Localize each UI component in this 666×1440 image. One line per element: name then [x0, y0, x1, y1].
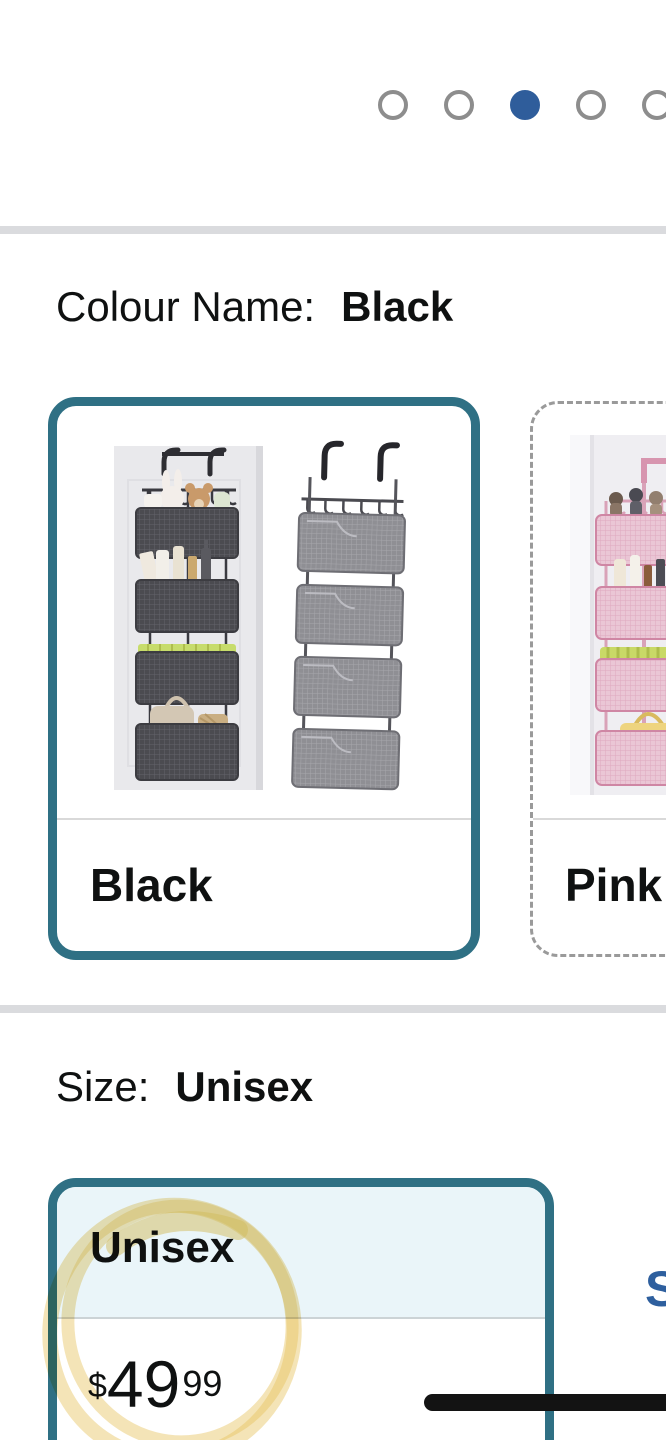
price: $ 49 99	[88, 1347, 223, 1421]
section-divider	[0, 226, 666, 234]
carousel-dot[interactable]	[444, 90, 474, 120]
swatch-pink-label: Pink	[565, 859, 663, 911]
price-fraction: 99	[182, 1363, 223, 1404]
size-card-divider	[57, 1317, 545, 1319]
carousel-dot[interactable]	[642, 90, 666, 120]
black-organizer-loaded	[135, 447, 239, 781]
swatch-divider	[57, 818, 471, 820]
size-label: Size:	[56, 1063, 150, 1110]
colour-name-row: Colour Name: Black	[56, 283, 453, 331]
size-value: Unisex	[175, 1063, 314, 1110]
price-symbol: $	[88, 1367, 107, 1405]
image-carousel-dots[interactable]	[378, 90, 666, 120]
product-photo-black-over-door-organizer	[104, 434, 424, 794]
product-photo-pink-over-door-organizer	[570, 435, 666, 795]
swatch-pink[interactable]: Pink	[530, 401, 666, 957]
colour-name-value: Black	[341, 283, 454, 330]
colour-name-label: Colour Name:	[56, 283, 316, 330]
marker-line-annotation	[424, 1394, 666, 1411]
size-row: Size: Unisex	[56, 1063, 313, 1111]
section-divider	[0, 1005, 666, 1013]
size-card-title: Unisex	[90, 1223, 235, 1272]
carousel-dot-active[interactable]	[510, 90, 540, 120]
swatch-black-label: Black	[90, 859, 213, 911]
size-card-header: Unisex	[57, 1187, 545, 1317]
swatch-black[interactable]: Black	[48, 397, 480, 960]
door-panel	[570, 435, 594, 795]
black-organizer-empty	[291, 440, 406, 791]
swatch-divider	[533, 818, 666, 820]
price-whole: 49	[106, 1347, 181, 1421]
carousel-dot[interactable]	[576, 90, 606, 120]
pink-organizer-loaded	[595, 458, 666, 786]
carousel-dot[interactable]	[378, 90, 408, 120]
size-chart-link-partial[interactable]: S	[645, 1261, 666, 1317]
